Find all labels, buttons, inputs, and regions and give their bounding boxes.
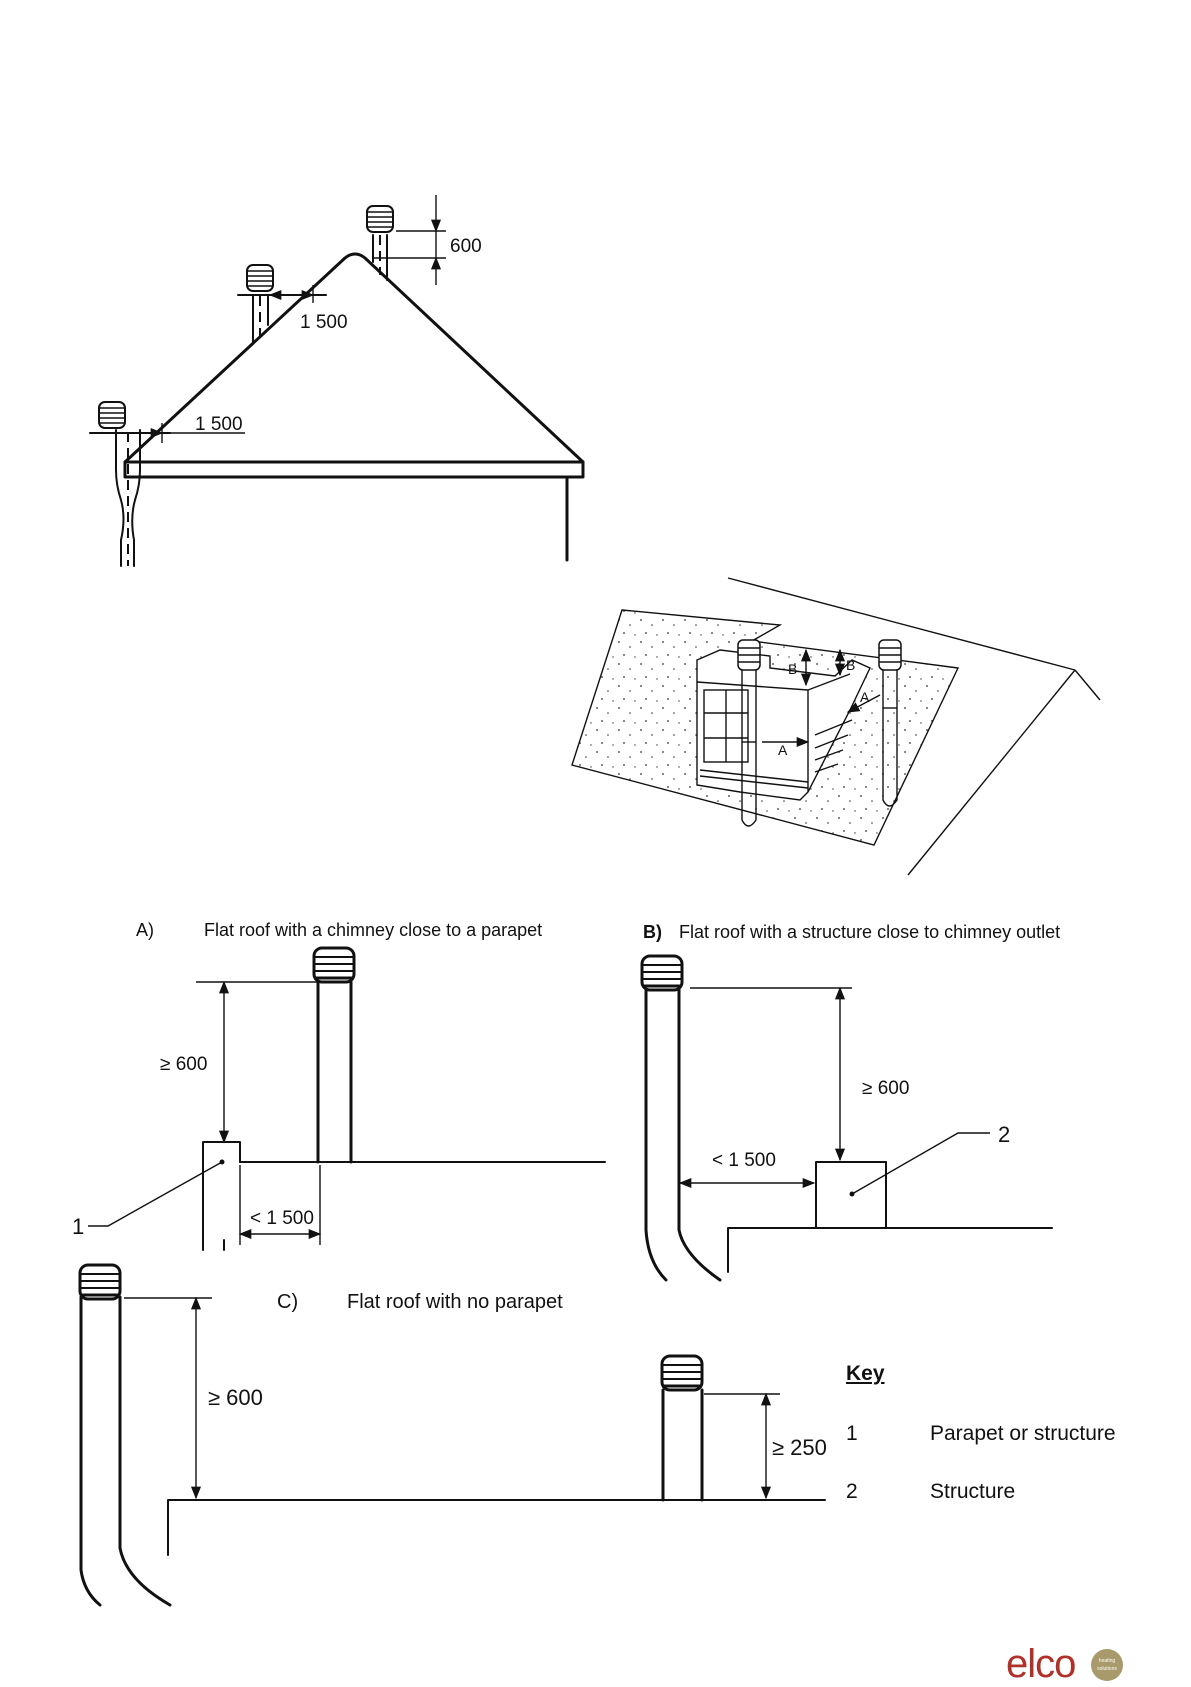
iso-label-b1: B: [788, 661, 797, 677]
dim-top-text: 600: [450, 236, 482, 257]
panel-c-title: Flat roof with no parapet: [347, 1291, 563, 1314]
iso-label-a2: A: [860, 689, 870, 705]
panel-a-title: Flat roof with a chimney close to a para…: [204, 920, 542, 941]
panel-b-dim-height: ≥ 600: [862, 1078, 909, 1099]
panel-b-diagram: 2 ≥ 600 < 1 500: [642, 956, 1052, 1280]
panel-c-dim-height: ≥ 600: [208, 1385, 263, 1410]
callout-1: 1: [72, 1214, 84, 1239]
pitched-roof-diagram: 600 1 500 1 500: [90, 195, 583, 566]
elco-logo: elco: [1006, 1642, 1075, 1687]
callout-2: 2: [998, 1122, 1010, 1147]
dim-mid-text: 1 500: [300, 312, 348, 333]
dim-low-text: 1 500: [195, 414, 243, 435]
isometric-roof-diagram: B B A A: [572, 578, 1100, 875]
panel-c-diagram: ≥ 600 ≥ 250: [80, 1265, 827, 1605]
key-item-1-num: 1: [846, 1422, 858, 1446]
key-item-2-text: Structure: [930, 1480, 1015, 1504]
logo-seal-icon: heating solutions: [1091, 1649, 1123, 1681]
iso-label-a1: A: [778, 742, 788, 758]
key-item-1-text: Parapet or structure: [930, 1422, 1116, 1446]
key-item-2-num: 2: [846, 1480, 858, 1504]
panel-a-letter: A): [136, 920, 154, 941]
panel-b-letter: B): [643, 922, 662, 943]
panel-c-letter: C): [277, 1291, 298, 1314]
key-heading: Key: [846, 1362, 885, 1386]
panel-a-dim-dist: < 1 500: [250, 1208, 314, 1229]
panel-c-dim-small: ≥ 250: [772, 1435, 827, 1460]
panel-a-dim-height: ≥ 600: [160, 1054, 207, 1075]
panel-b-title: Flat roof with a structure close to chim…: [679, 922, 1060, 943]
panel-b-dim-dist: < 1 500: [712, 1150, 776, 1171]
panel-a-diagram: 1 ≥ 600 < 1 500: [72, 948, 605, 1250]
iso-label-b2: B: [846, 657, 855, 673]
